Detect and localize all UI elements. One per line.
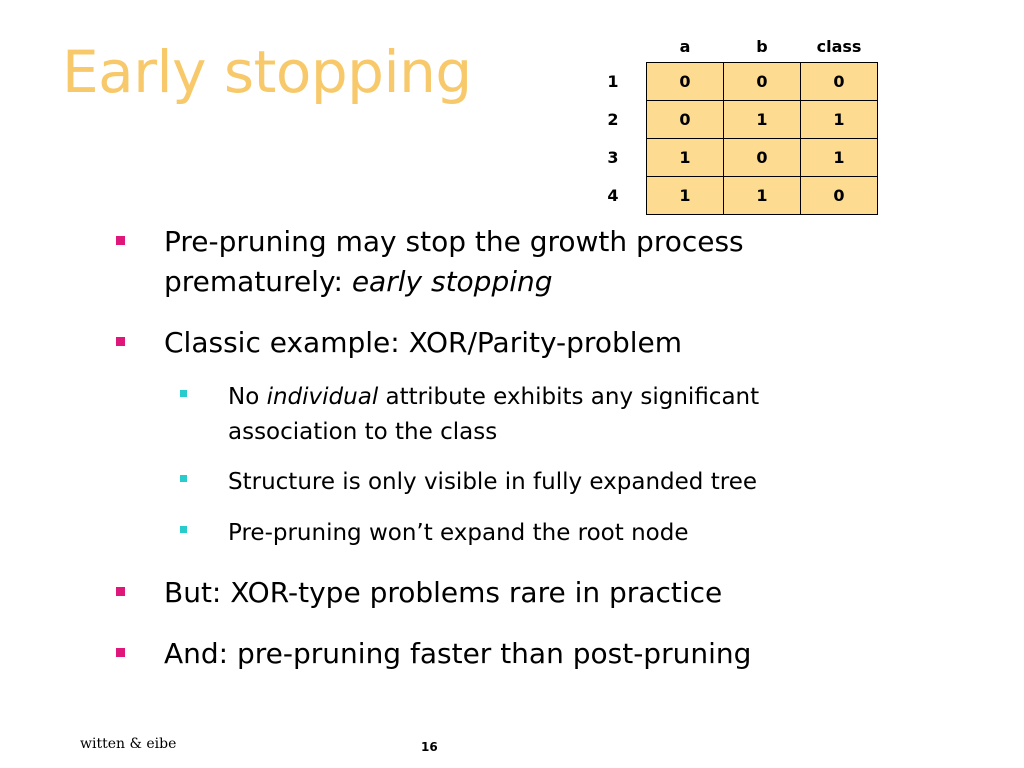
- sub-bullet-text: Structure is only visible in fully expan…: [228, 469, 757, 495]
- bullet-text: And: pre-pruning faster than post-prunin…: [164, 637, 752, 670]
- bullet-square-icon: [116, 236, 125, 245]
- bullet-line: prematurely:: [164, 265, 352, 298]
- slide-title: Early stopping: [62, 38, 472, 106]
- table-cell-a: 1: [646, 176, 724, 215]
- table-row: 2 0 1 1: [580, 100, 878, 139]
- sub-bullet-text: No individual attribute exhibits any sig…: [228, 380, 848, 450]
- table-cell-class: 1: [800, 138, 878, 177]
- table-header-index: [580, 30, 647, 63]
- table-cell-class: 0: [800, 62, 878, 101]
- emphasis-text: individual: [266, 384, 379, 410]
- page-number: 16: [421, 740, 438, 754]
- footer-author: witten & eibe: [80, 736, 177, 752]
- row-index: 4: [607, 186, 619, 205]
- bullet-text: Pre-pruning may stop the growth process …: [164, 222, 864, 302]
- table-cell-a: 0: [646, 100, 724, 139]
- text-segment: attribute exhibits any significant: [378, 384, 760, 410]
- table-header-class: class: [816, 36, 862, 56]
- sub-bullet-square-icon: [180, 475, 187, 482]
- bullet-line: Pre-pruning may stop the growth process: [164, 225, 744, 258]
- bullet-square-icon: [116, 587, 125, 596]
- table-header-a: a: [679, 36, 691, 56]
- emphasis-text: early stopping: [351, 265, 553, 298]
- bullet-text: Classic example: XOR/Parity-problem: [164, 326, 682, 359]
- table-cell-class: 1: [800, 100, 878, 139]
- table-row: 3 1 0 1: [580, 138, 878, 177]
- table-header-b: b: [756, 36, 768, 56]
- truth-table: a b class 1 0 0 0 2 0 1 1 3 1 0 1: [580, 30, 878, 215]
- bullet-square-icon: [116, 337, 125, 346]
- table-header-row: a b class: [580, 30, 878, 63]
- row-index: 2: [607, 110, 619, 129]
- row-index: 3: [607, 148, 619, 167]
- table-cell-b: 0: [723, 62, 801, 101]
- table-cell-b: 0: [723, 138, 801, 177]
- table-row: 4 1 1 0: [580, 176, 878, 215]
- sub-bullet-square-icon: [180, 390, 187, 397]
- table-cell-a: 0: [646, 62, 724, 101]
- row-index: 1: [607, 72, 619, 91]
- sub-bullet-text: Pre-pruning won’t expand the root node: [228, 520, 689, 546]
- bullet-square-icon: [116, 648, 125, 657]
- table-cell-class: 0: [800, 176, 878, 215]
- table-cell-b: 1: [723, 176, 801, 215]
- text-segment: association to the class: [228, 419, 498, 445]
- sub-bullet-square-icon: [180, 526, 187, 533]
- table-cell-a: 1: [646, 138, 724, 177]
- text-segment: No: [228, 384, 267, 410]
- bullet-text: But: XOR-type problems rare in practice: [164, 576, 723, 609]
- table-row: 1 0 0 0: [580, 62, 878, 101]
- table-cell-b: 1: [723, 100, 801, 139]
